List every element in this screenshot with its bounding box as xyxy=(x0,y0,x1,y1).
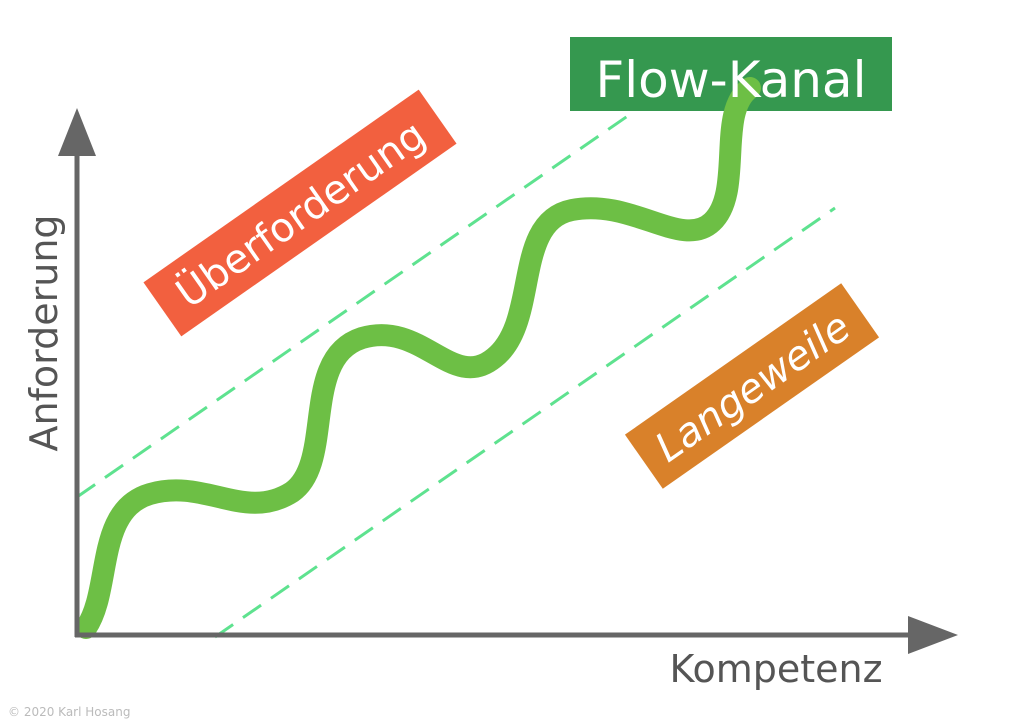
y-axis-label: Anforderung xyxy=(22,214,66,451)
flow-wave xyxy=(75,77,761,639)
x-axis-arrow-icon xyxy=(908,616,958,654)
lower-zone-label: Langeweile xyxy=(647,304,859,471)
x-axis-label: Kompetenz xyxy=(669,647,882,691)
title-text: Flow-Kanal xyxy=(596,51,867,109)
upper-zone-label: Überforderung xyxy=(167,110,434,317)
lower-channel-boundary xyxy=(214,206,836,639)
lower-zone-box xyxy=(624,283,880,489)
y-axis-arrow-icon xyxy=(58,108,96,156)
copyright: © 2020 Karl Hosang xyxy=(8,705,130,719)
upper-channel-boundary xyxy=(76,111,633,499)
upper-zone-box xyxy=(143,89,457,337)
